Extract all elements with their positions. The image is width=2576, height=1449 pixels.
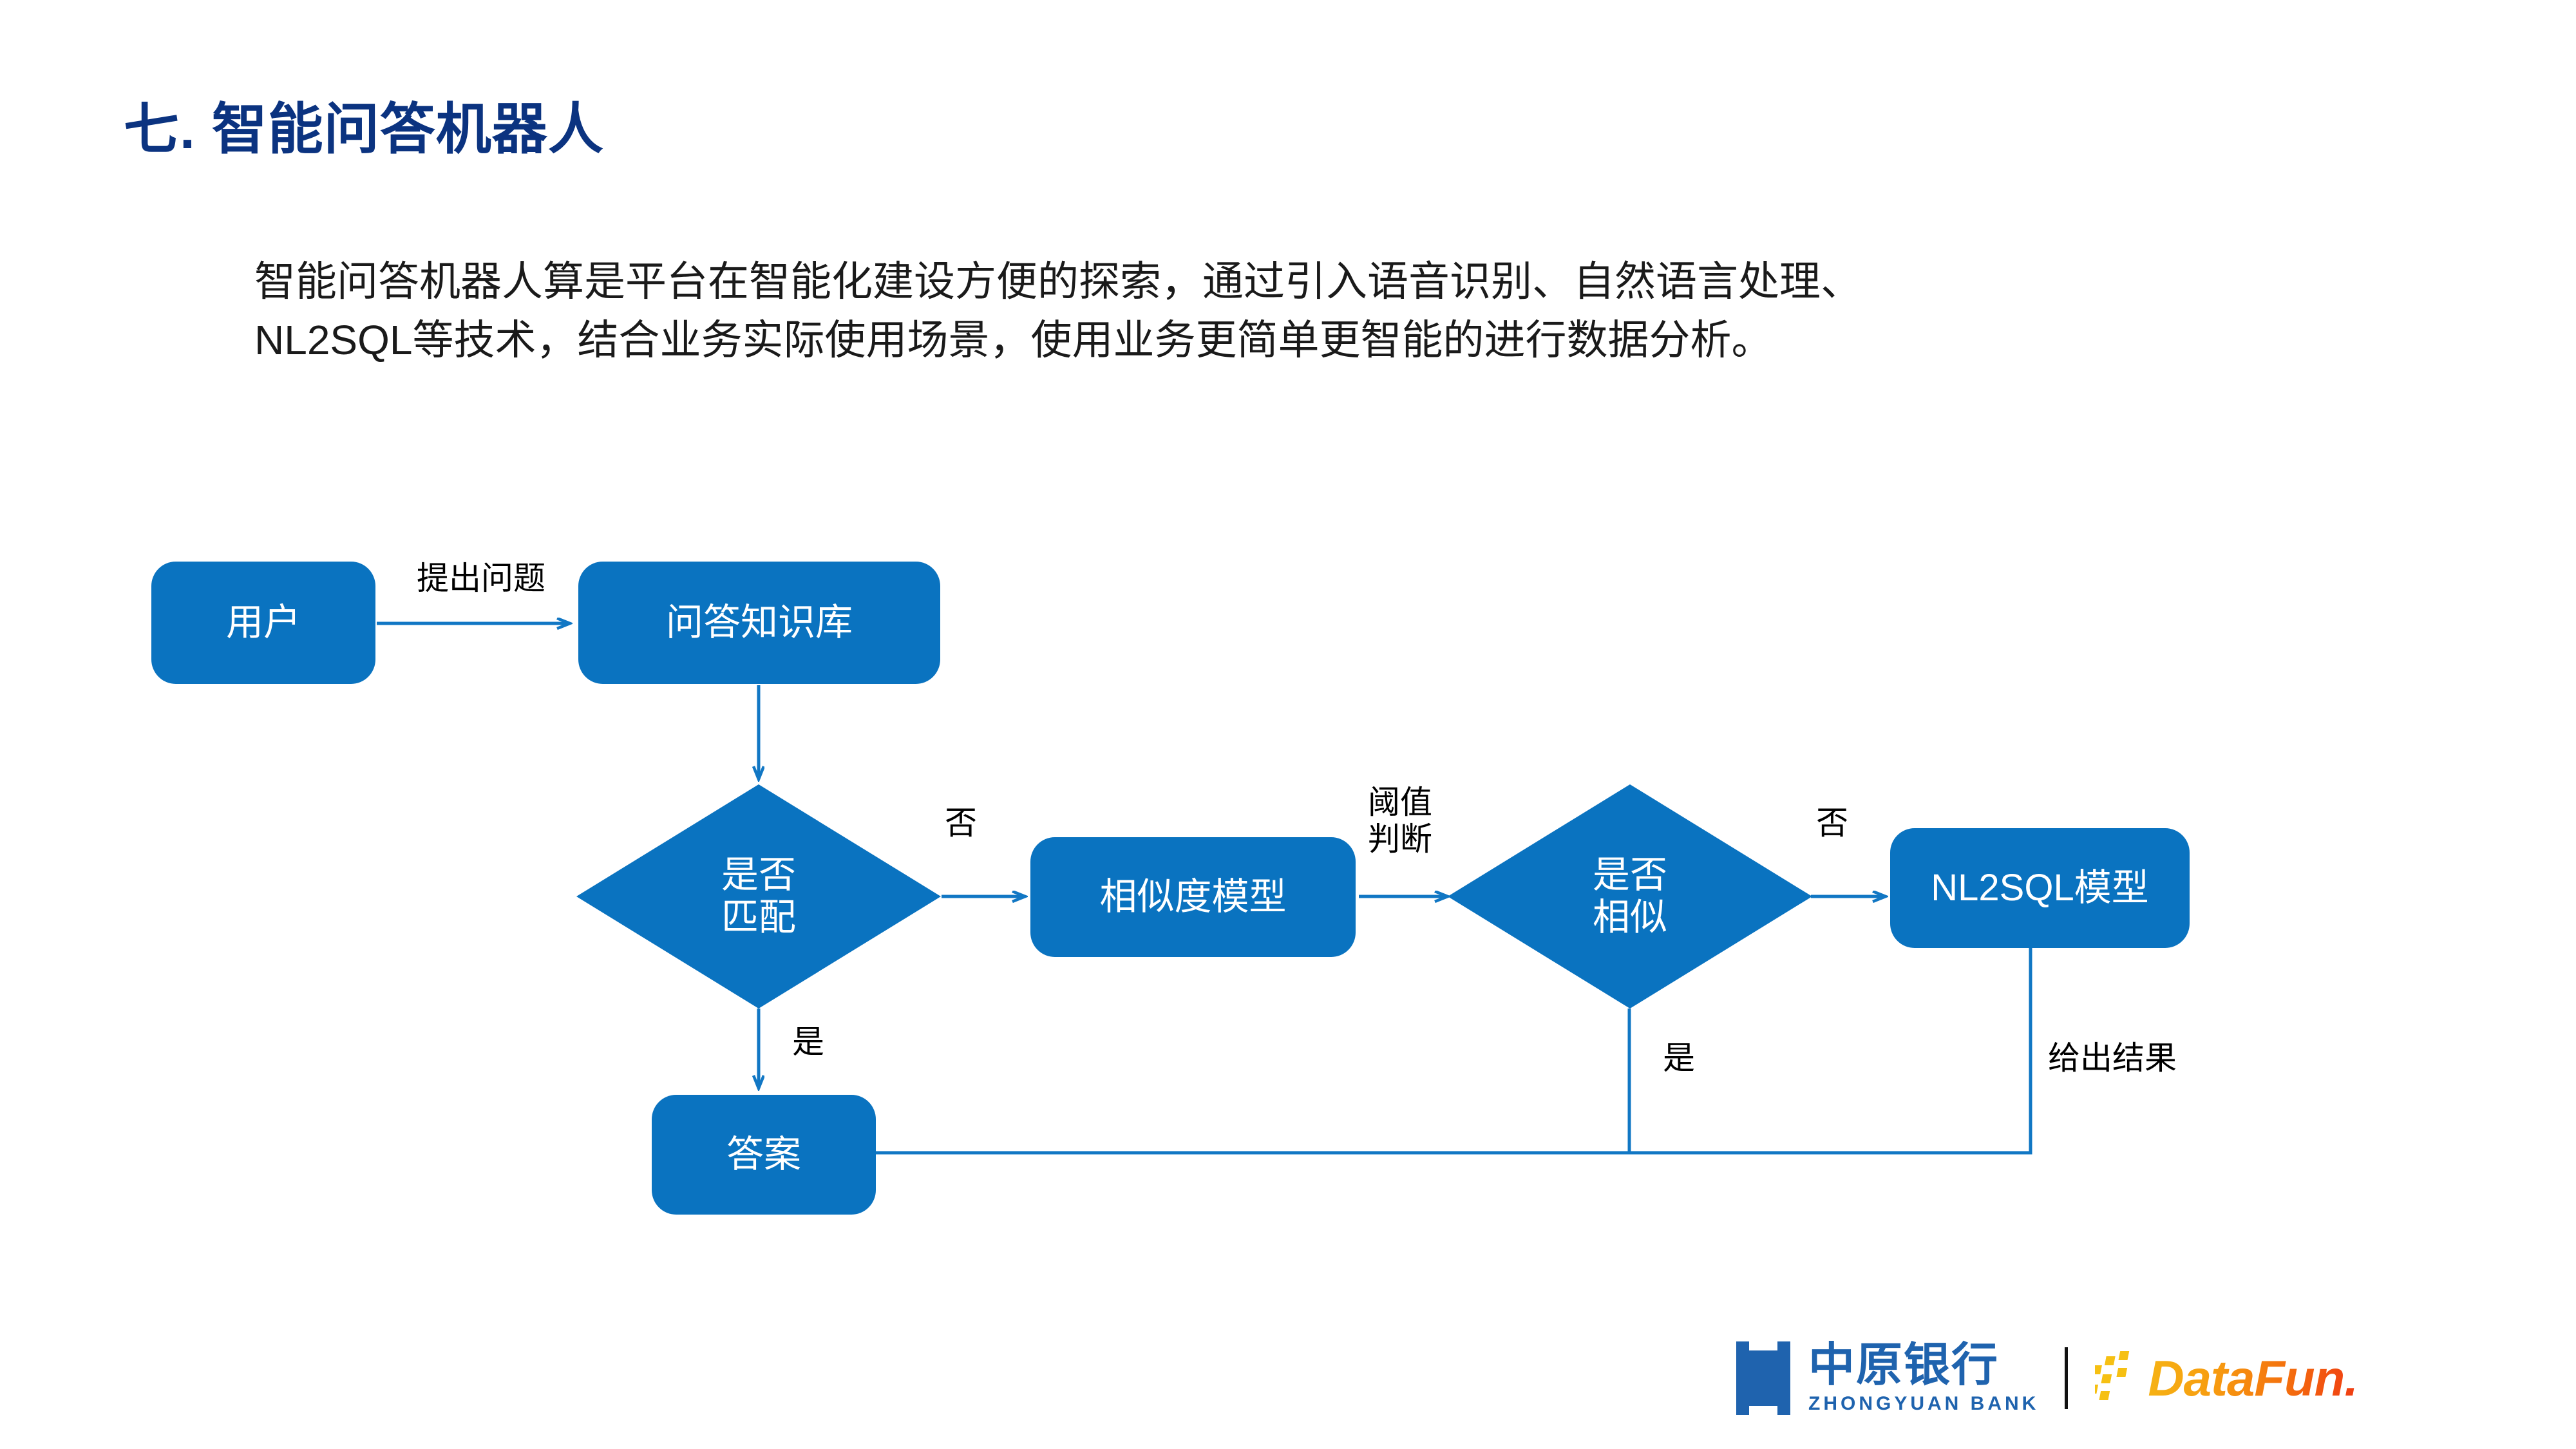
is-similar-label-line2: 相似	[1592, 896, 1667, 938]
zhongyuan-bank-name-en: ZHONGYUAN BANK	[1808, 1392, 2040, 1414]
flow-node-is-similar-label: 是否 相似	[1593, 854, 1667, 939]
edge-label-ask-question: 提出问题	[417, 560, 545, 596]
zhongyuan-bank-mark-icon	[1736, 1341, 1790, 1415]
flow-node-similarity-model[interactable]: 相似度模型	[1030, 837, 1356, 957]
edge-nl2sql-to-answer	[876, 948, 2032, 1155]
flow-node-is-similar[interactable]: 是否 相似	[1448, 784, 1812, 1009]
flow-node-similarity-model-label: 相似度模型	[1099, 875, 1287, 918]
threshold-line1: 阈值	[1368, 784, 1432, 820]
threshold-line2: 判断	[1368, 821, 1432, 857]
edge-label-match-yes: 是	[792, 1024, 824, 1060]
flow-node-knowledge-base[interactable]: 问答知识库	[578, 562, 940, 684]
flow-node-nl2sql-model[interactable]: NL2SQL模型	[1890, 828, 2190, 948]
is-match-label-line1: 是否	[721, 853, 796, 896]
paragraph-line-1: 智能问答机器人算是平台在智能化建设方便的探索，通过引入语音识别、自然语言处理、	[254, 258, 1862, 305]
body-paragraph: 智能问答机器人算是平台在智能化建设方便的探索，通过引入语音识别、自然语言处理、 …	[254, 252, 2264, 370]
edge-label-similar-yes: 是	[1663, 1040, 1695, 1076]
flow-node-nl2sql-model-label: NL2SQL模型	[1931, 866, 2149, 909]
paragraph-line-2: NL2SQL等技术，结合业务实际使用场景，使用业务更简单更智能的进行数据分析。	[254, 316, 1773, 363]
logo-divider	[2065, 1347, 2069, 1409]
edge-label-threshold: 阈值 判断	[1336, 784, 1464, 858]
zhongyuan-bank-logo: 中原银行 ZHONGYUAN BANK	[1732, 1340, 2039, 1416]
is-match-label-line2: 匹配	[721, 896, 796, 938]
datafun-logo: DataFun.	[2095, 1349, 2358, 1408]
edge-label-similar-no: 否	[1816, 805, 1848, 841]
edge-similar-yes-to-answer	[876, 1009, 1631, 1153]
flow-node-knowledge-base-label: 问答知识库	[665, 601, 853, 643]
datafun-wordmark: DataFun.	[2148, 1350, 2358, 1406]
page-title: 七. 智能问答机器人	[124, 99, 604, 160]
edge-label-match-no: 否	[945, 805, 977, 841]
flow-node-is-match[interactable]: 是否 匹配	[576, 784, 941, 1009]
is-similar-label-line1: 是否	[1592, 853, 1667, 896]
flow-node-user-label: 用户	[225, 601, 301, 643]
flow-node-user[interactable]: 用户	[151, 562, 375, 684]
flow-node-is-match-label: 是否 匹配	[721, 854, 796, 939]
zhongyuan-bank-text-block: 中原银行 ZHONGYUAN BANK	[1808, 1342, 2039, 1415]
flow-node-answer-label: 答案	[726, 1133, 801, 1175]
edge-label-give-result: 给出结果	[2048, 1040, 2177, 1076]
datafun-pixel-dots-icon	[2095, 1351, 2130, 1400]
footer-logos: 中原银行 ZHONGYUAN BANK DataFun.	[1732, 1327, 2358, 1430]
flow-node-answer[interactable]: 答案	[652, 1095, 876, 1215]
zhongyuan-bank-name-cn: 中原银行	[1808, 1339, 2000, 1391]
